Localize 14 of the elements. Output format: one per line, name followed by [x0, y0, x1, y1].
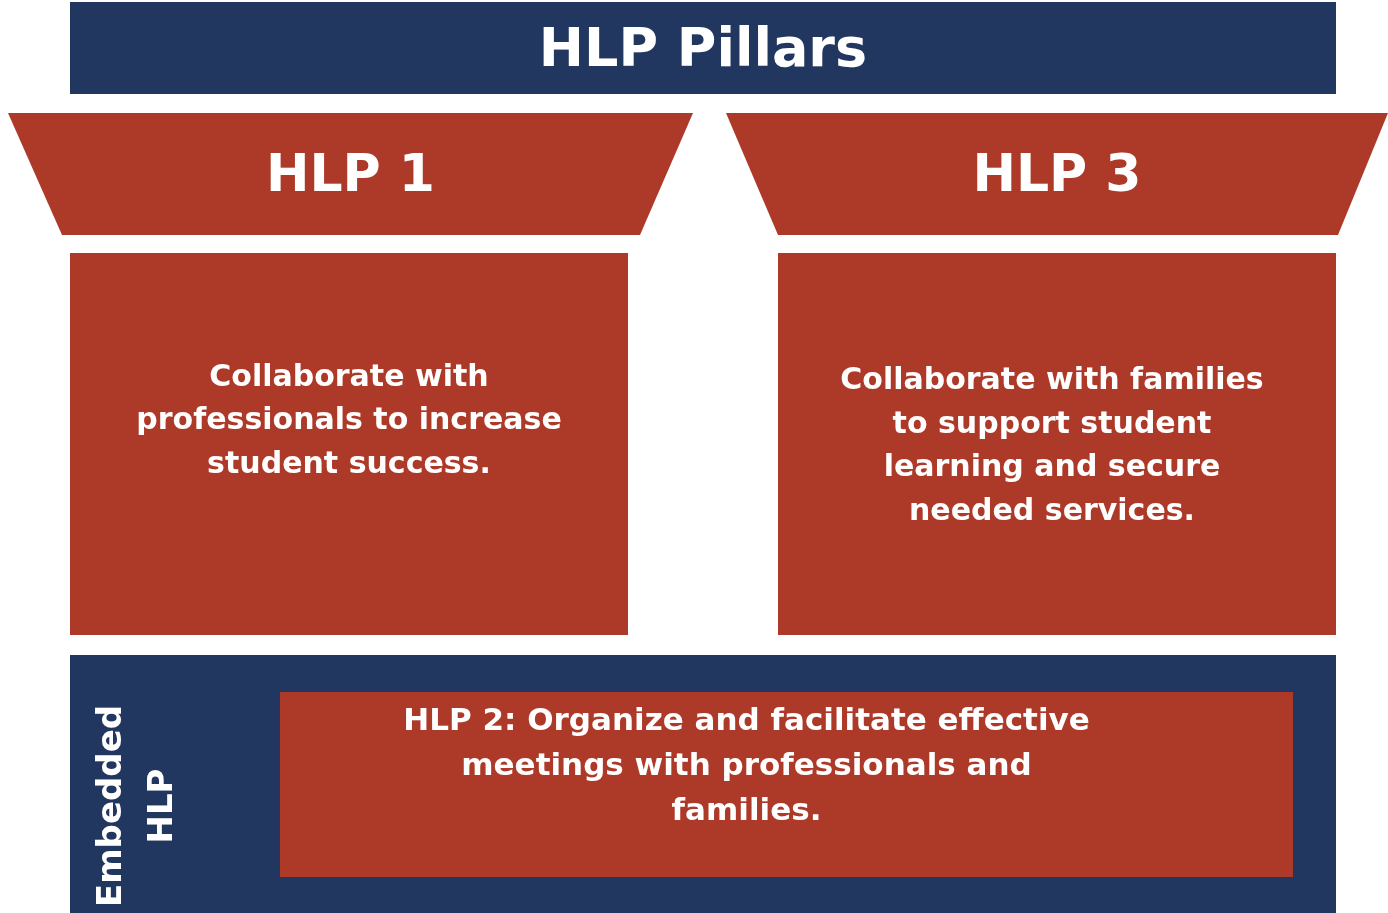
pillar-box [70, 253, 628, 635]
description-text: Collaborate with professionals to increase student success. [135, 356, 563, 482]
heading-trapezoid [8, 113, 693, 235]
vertical-label: Embedded HLP [88, 703, 181, 910]
title-banner [70, 2, 1336, 94]
inner-box [280, 692, 1293, 877]
heading-trapezoid [726, 113, 1388, 235]
pillar-box [778, 253, 1336, 635]
embedded-band [70, 655, 1336, 913]
heading-text: HLP 3 [972, 142, 1142, 206]
title-text: HLP Pillars [538, 14, 868, 81]
description-text: HLP 2: Organize and facilitate effective meetings with professionals and families. [402, 700, 1091, 829]
description-text: Collaborate with families to support student learning and secure needed services. [839, 360, 1265, 529]
heading-text: HLP 1 [265, 142, 436, 206]
